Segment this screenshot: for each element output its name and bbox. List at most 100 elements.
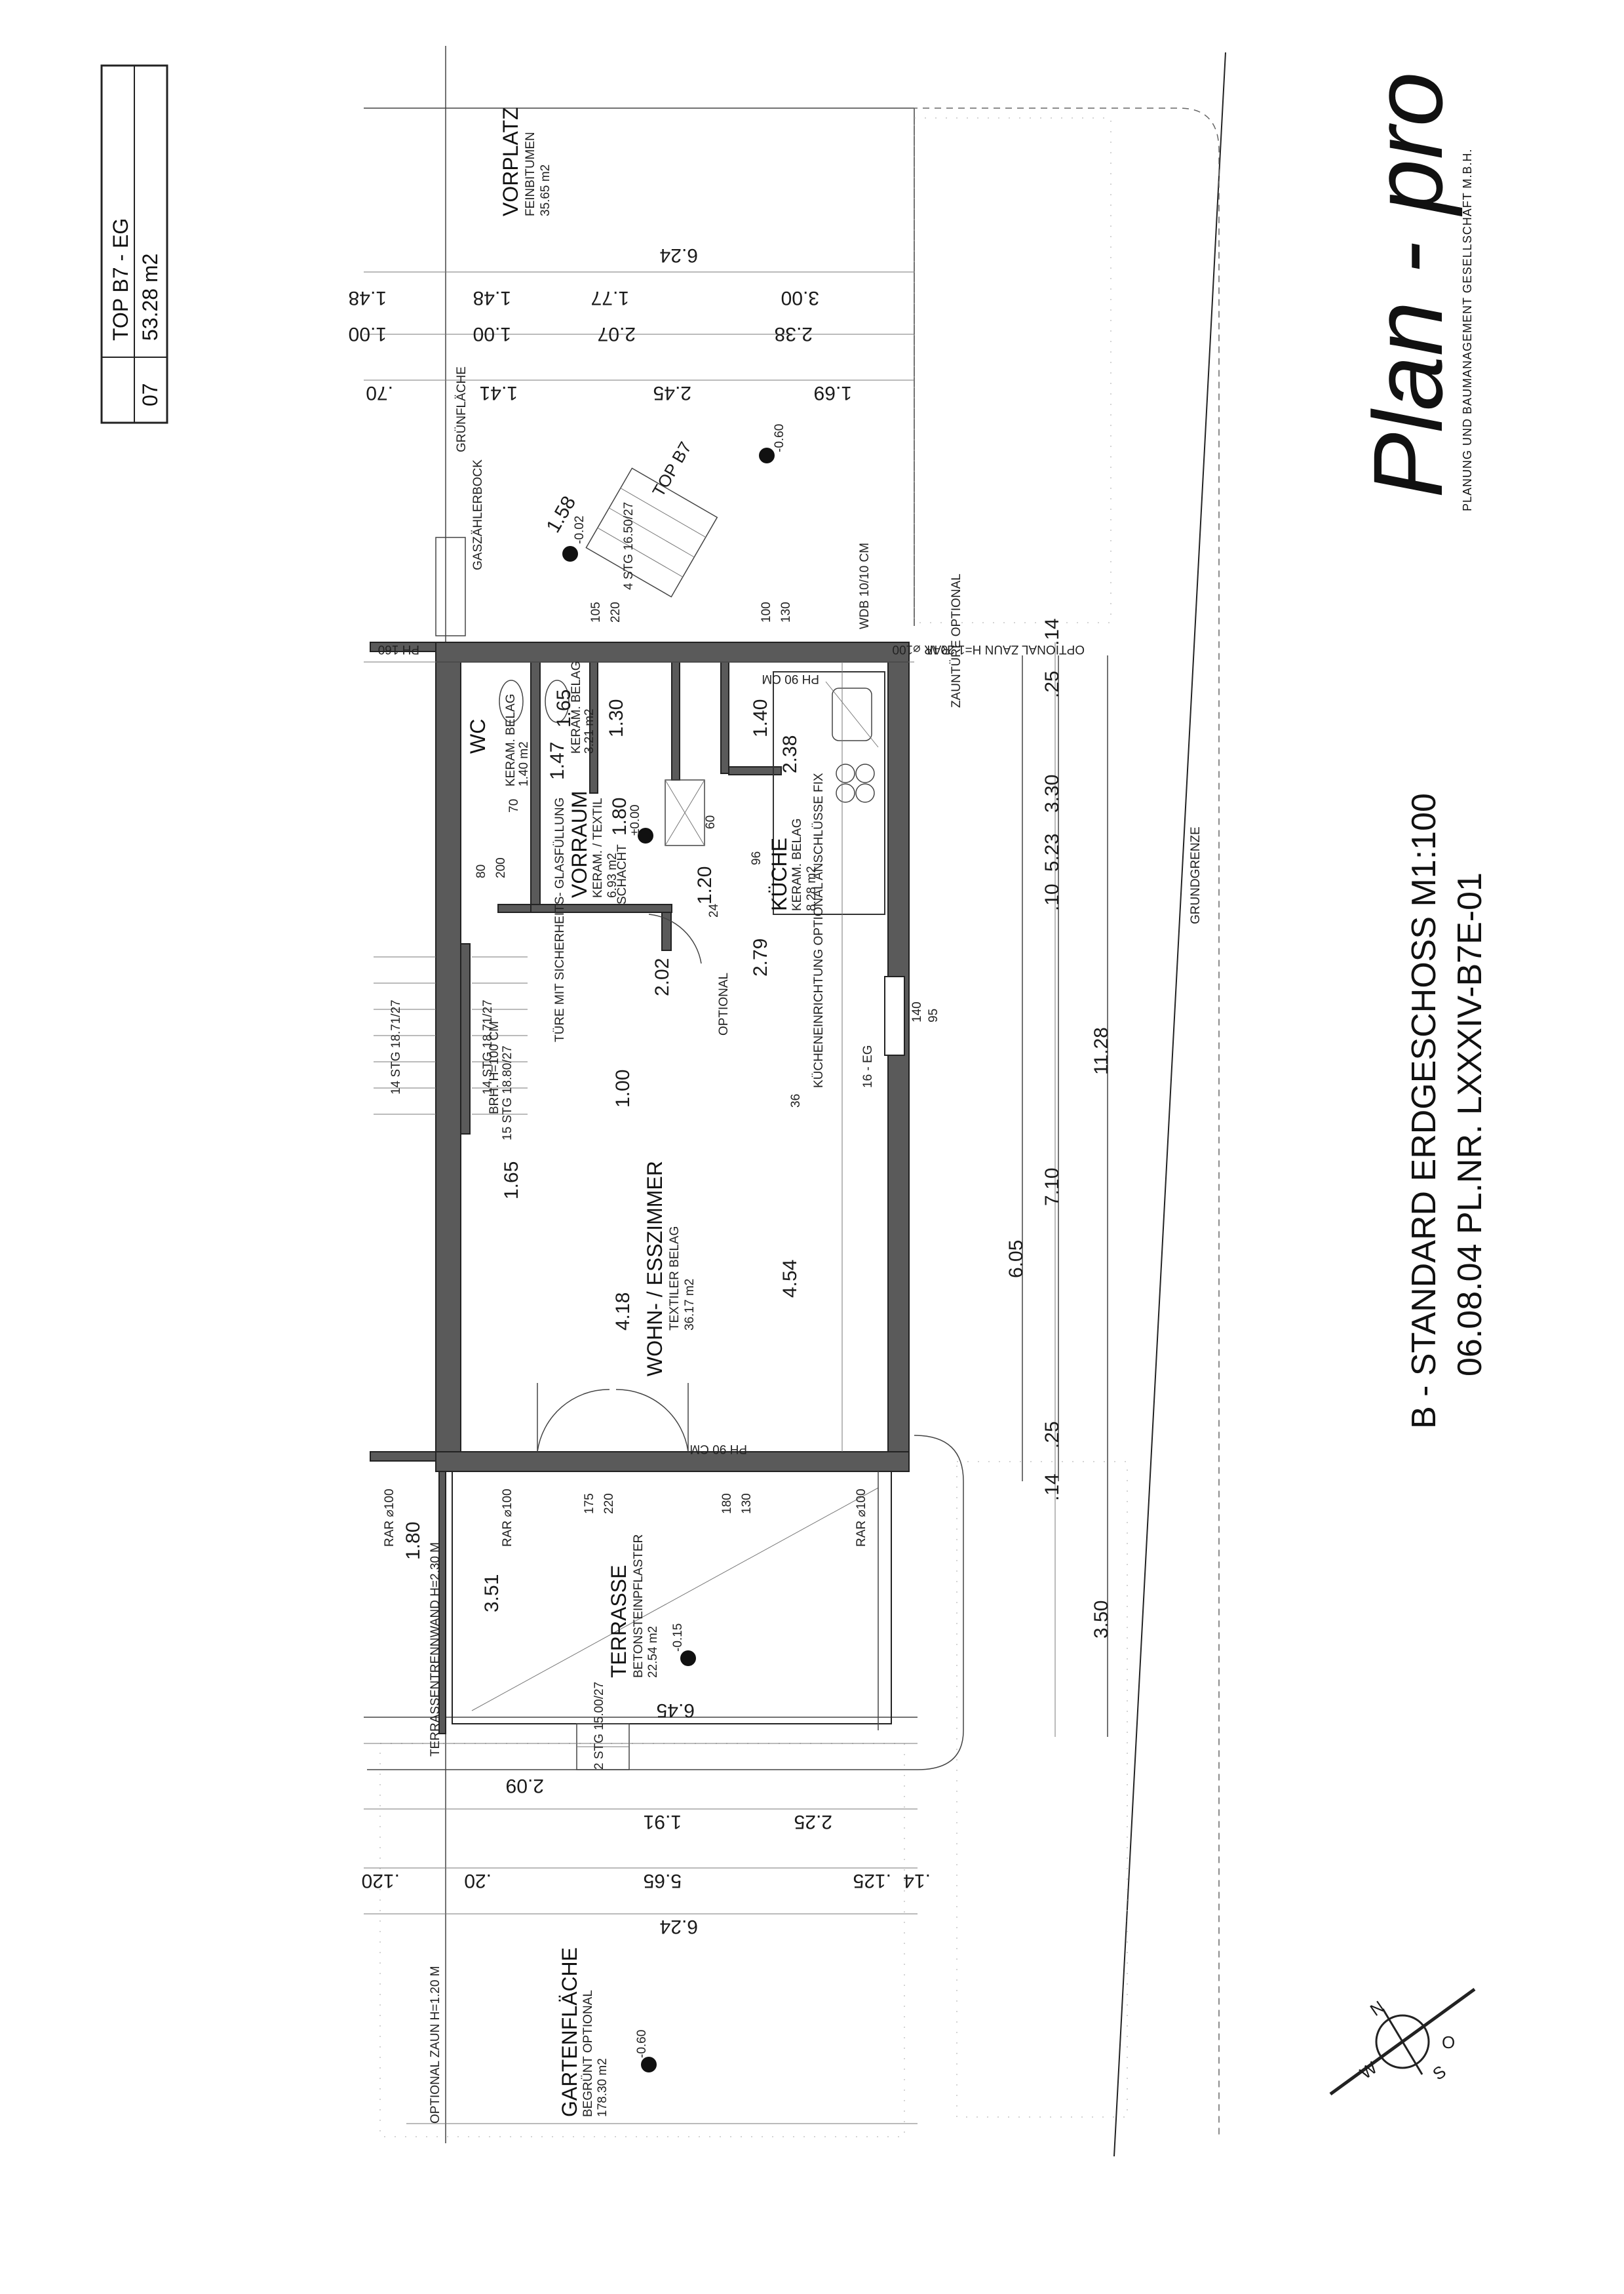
note-wdb: WDB 10/10 CM [858,543,872,629]
note-kuechen: KÜCHENEINRICHTUNG OPTIONAL ANSCHLÜSSE FI… [812,773,826,1088]
room-kueche-name: KÜCHE [767,838,791,911]
compass-n: N [1366,1996,1388,2019]
dim-top-8: 2.38 [775,323,813,345]
dimension-lines [364,271,1108,1915]
room-labels: VORPLATZ FEINBITUMEN 35.65 m2 VORRAUM KE… [466,107,819,2117]
level-markers [562,448,775,2072]
dim-top-9: .70 [366,382,393,404]
unit-area: 53.28 m2 [138,254,162,341]
room-wc-name: WC [466,719,490,754]
room-vorplatz-area: 35.65 m2 [539,165,552,216]
dim-bottom-5: 6.24 [660,1916,698,1937]
title-line-2: 06.08.04 PL.NR. LXXXIV-B7E-01 [1451,872,1489,1376]
dim-top-1: 1.48 [349,287,387,309]
note-schacht: SCHACHT [615,844,629,904]
compass-s: S [1429,2061,1449,2084]
dim-int-11: 1.20 [694,866,716,904]
opening-5: 175 [583,1493,596,1514]
opening-11: 200 [494,857,508,878]
room-wohnen-floor: TEXTILER BELAG [668,1226,682,1331]
dim-top-13: 6.24 [660,244,698,266]
building-walls [364,467,914,1472]
room-kueche-floor: KERAM. BELAG [790,819,804,912]
note-zauntuere: ZAUNTÜRE OPTIONAL [950,574,963,708]
dim-right-1: 5.23 [1041,834,1063,872]
room-terrasse-floor: BETONSTEINPFLASTER [632,1534,646,1678]
stair-treads [374,956,528,1115]
dim-bottom-3: 2.25 [794,1811,832,1833]
compass-o: O [1442,2032,1455,2052]
note-gaszaehler: GASZÄHLERBOCK [471,459,485,570]
room-garten-name: GARTENFLÄCHE [558,1947,581,2117]
opening-8: 130 [740,1493,754,1514]
note-grundgrenze: GRUNDGRENZE [1189,826,1203,924]
dim-right-5: 6.05 [1005,1240,1027,1278]
note-level-stair: -0.02 [573,516,587,544]
room-vorraum-floor: KERAM. / TEXTIL [591,798,605,898]
dim-bottom-9: .14 [903,1870,931,1892]
dim-top-5: 1.00 [349,323,387,345]
opening-6: 220 [602,1493,616,1514]
dim-bottom-7: .20 [464,1870,492,1892]
opening-7: 180 [720,1493,734,1514]
dim-int-1: 4.18 [612,1293,634,1331]
dim-top-10: 1.41 [480,382,518,404]
opening-13: 70 [507,799,521,813]
opening-12: 80 [474,865,488,878]
dim-top-6: 1.00 [473,323,511,345]
opening-3: 100 [760,602,773,623]
note-gruenflaeche: GRÜNFLÄCHE [455,366,469,452]
room-wc-floor: KERAM. BELAG [504,694,518,787]
room-vorplatz-floor: FEINBITUMEN [524,132,537,216]
room-garten-floor: BEGRÜNT OPTIONAL [581,1990,595,2117]
company-logo: Plan - pro PLANUNG UND BAUMANAGEMENT GES… [1353,72,1474,511]
note-brh: BRH. H=100 CM [488,1021,501,1114]
planting-fields [379,117,1128,2137]
dim-bottom-2: 1.91 [644,1811,682,1833]
room-wohnen-area: 36.17 m2 [683,1279,697,1331]
room-vorplatz-name: VORPLATZ [499,107,522,216]
room-vorraum-name: VORRAUM [568,790,591,898]
note-stair1: 14 STG 18.71/27 [389,1000,403,1095]
dim-top-11: 2.45 [653,382,691,404]
note-terrassentrennwand: TERRASSENTRENNWAND H=2.30 M [429,1542,442,1757]
terrace-area [367,1435,964,1770]
opening-2: 220 [609,602,623,623]
opening-17: 36 [789,1094,803,1108]
room-bad-area: 3.21 m2 [583,709,596,754]
dim-bottom-6: .120 [362,1870,400,1892]
dim-right-10: .14 [1041,1473,1063,1501]
room-garten-level: -0.60 [635,2030,649,2058]
note-zaun-bottom: OPTIONAL ZAUN H=1.20 M [429,1966,442,2124]
note-level-floor: ±0.00 [628,805,642,836]
room-wc-area: 1.40 m2 [517,741,531,787]
room-vorraum-area: 6.93 m2 [606,853,619,898]
note-stair3: 15 STG 18.80/27 [501,1045,514,1140]
note-rar-terr2: RAR ⌀100 [501,1488,514,1547]
dim-right-4: 11.28 [1091,1027,1112,1075]
site-outline [364,46,1226,2157]
opening-10: 95 [927,1009,940,1022]
dim-int-14: 1.80 [402,1522,424,1560]
dim-bottom-8: .125 [853,1870,891,1892]
unit-label-box: 07 TOP B7 - EG 53.28 m2 [100,64,168,424]
note-tuere: TÜRE MIT SICHERHEITS- GLASFÜLLUNG [553,798,567,1042]
note-stair-terr: 2 STG 15.00/27 [592,1682,606,1770]
room-terrasse-level: -0.15 [671,1623,685,1652]
note-ph-door: PH 90 CM [689,1442,747,1456]
dim-int-4: 2.02 [651,958,673,996]
note-bel: 16 - EG [861,1045,875,1088]
room-terrasse-area: 22.54 m2 [646,1626,660,1678]
dim-int-5: 2.38 [779,735,801,773]
dim-int-9: 1.80 [609,798,630,836]
dim-int-10: 1.40 [750,699,771,737]
note-rar-terr3: RAR ⌀100 [855,1488,868,1547]
note-ph-top: PH 160 [378,642,419,656]
opening-15: 96 [750,851,764,865]
note-rar-top: RAR ⌀100 [892,642,950,656]
entry-steps [585,467,718,598]
opening-1: 105 [589,602,603,623]
room-bad-name: KERAM. BELAG [570,661,583,754]
dim-int-16: 6.45 [657,1700,695,1721]
dim-int-8: 1.47 [547,742,568,780]
